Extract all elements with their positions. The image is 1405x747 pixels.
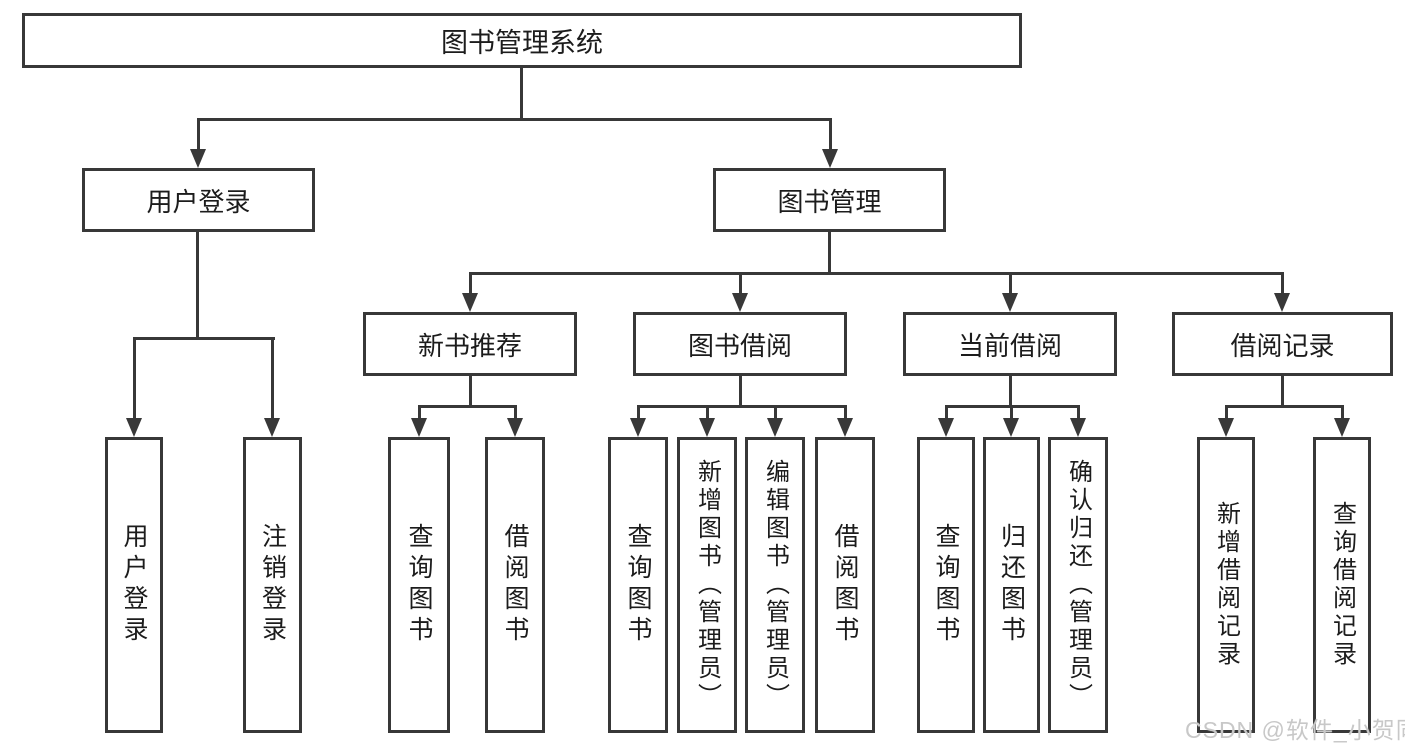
node-borrowing-records: 借阅记录 [1172, 312, 1393, 376]
connector-arrow-down [462, 272, 478, 312]
leaf-add-book-admin: 新增图书（管理员） [677, 437, 737, 733]
leaf-query-borrow-record: 查询借阅记录 [1313, 437, 1371, 733]
connector-arrow-down [938, 405, 954, 437]
connector-line [739, 376, 742, 407]
connector-line [469, 272, 1284, 275]
connector-arrow-down [822, 118, 838, 168]
node-current-borrowing: 当前借阅 [903, 312, 1117, 376]
connector-arrow-down [1070, 405, 1086, 437]
leaf-query-books-recommend-label: 查询图书 [405, 523, 433, 647]
connector-line [637, 405, 846, 408]
node-new-book-recommendation: 新书推荐 [363, 312, 577, 376]
connector-arrow-down [732, 272, 748, 312]
connector-line [1225, 405, 1343, 408]
node-new-book-recommendation-label: 新书推荐 [417, 330, 522, 361]
csdn-watermark: CSDN @软件_小贺同学 [1185, 717, 1405, 743]
leaf-borrow-books-recommend: 借阅图书 [485, 437, 545, 733]
connector-line [197, 118, 832, 121]
node-user-login-branch: 用户登录 [82, 168, 315, 232]
node-user-login-branch-label: 用户登录 [146, 186, 251, 217]
connector-arrow-down [1218, 405, 1234, 437]
connector-line [196, 232, 199, 340]
leaf-edit-book-admin: 编辑图书（管理员） [745, 437, 805, 733]
leaf-query-books-current-label: 查询图书 [932, 523, 960, 647]
connector-arrow-down [837, 405, 853, 437]
connector-line [469, 376, 472, 407]
connector-line [418, 405, 517, 408]
leaf-query-books-borrow-label: 查询图书 [624, 523, 652, 647]
leaf-query-books-borrow: 查询图书 [608, 437, 668, 733]
leaf-user-login-label: 用户登录 [120, 523, 148, 647]
connector-arrow-down [507, 405, 523, 437]
node-library-system-label: 图书管理系统 [441, 28, 603, 58]
leaf-logout: 注销登录 [243, 437, 302, 733]
connector-arrow-down [699, 405, 715, 437]
leaf-add-book-admin-label: 新增图书（管理员） [693, 459, 721, 711]
connector-line [1009, 376, 1012, 407]
leaf-confirm-return-admin: 确认归还（管理员） [1048, 437, 1108, 733]
leaf-edit-book-admin-label: 编辑图书（管理员） [761, 459, 789, 711]
node-library-system: 图书管理系统 [22, 13, 1022, 68]
connector-arrow-down [264, 337, 280, 437]
leaf-confirm-return-admin-label: 确认归还（管理员） [1064, 459, 1092, 711]
connector-arrow-down [1274, 272, 1290, 312]
connector-arrow-down [411, 405, 427, 437]
leaf-query-borrow-record-label: 查询借阅记录 [1328, 501, 1356, 669]
node-borrowing-records-label: 借阅记录 [1230, 330, 1335, 361]
connector-arrow-down [126, 337, 142, 437]
leaf-logout-label: 注销登录 [258, 523, 287, 647]
connector-arrow-down [190, 118, 206, 168]
connector-arrow-down [1334, 405, 1350, 437]
connector-arrow-down [767, 405, 783, 437]
connector-arrow-down [1002, 272, 1018, 312]
leaf-return-book-label: 归还图书 [997, 523, 1026, 647]
connector-line [520, 68, 523, 120]
leaf-borrow-books: 借阅图书 [815, 437, 875, 733]
leaf-query-books-current: 查询图书 [917, 437, 975, 733]
node-book-management-label: 图书管理 [777, 186, 882, 217]
leaf-add-borrow-record-label: 新增借阅记录 [1212, 501, 1240, 669]
connector-line [828, 232, 831, 275]
node-book-management: 图书管理 [713, 168, 946, 232]
connector-line [133, 337, 275, 340]
connector-arrow-down [1003, 405, 1019, 437]
leaf-query-books-recommend: 查询图书 [388, 437, 450, 733]
leaf-borrow-books-label: 借阅图书 [831, 523, 859, 647]
node-current-borrowing-label: 当前借阅 [957, 330, 1062, 361]
leaf-borrow-books-recommend-label: 借阅图书 [501, 523, 529, 647]
leaf-return-book: 归还图书 [983, 437, 1040, 733]
leaf-user-login: 用户登录 [105, 437, 163, 733]
node-book-borrowing: 图书借阅 [633, 312, 847, 376]
connector-line [1281, 376, 1284, 407]
connector-arrow-down [630, 405, 646, 437]
node-book-borrowing-label: 图书借阅 [687, 330, 792, 361]
leaf-add-borrow-record: 新增借阅记录 [1197, 437, 1255, 733]
